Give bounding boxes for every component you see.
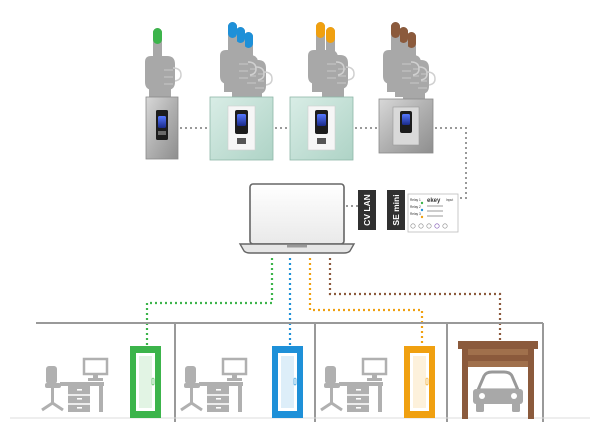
door-green <box>130 346 161 418</box>
workstation-icon <box>180 357 248 412</box>
module-input: Input <box>446 198 453 202</box>
se-mini-tag: SE mini <box>387 190 405 230</box>
hands-group <box>145 22 436 102</box>
module-relay-1: Relay 1 <box>410 198 421 202</box>
garage-icon <box>458 341 538 419</box>
fingerprint-sensor-icon <box>402 114 410 125</box>
door-blue <box>272 346 303 418</box>
reader-steel-tall <box>145 96 179 160</box>
fingerprint-sensor-icon <box>317 114 326 126</box>
door-orange <box>404 346 435 418</box>
control-module: Relay 1 Relay 2 Relay 3 ekey Input <box>407 193 459 233</box>
cv-lan-label: CV LAN <box>362 194 372 226</box>
module-relay-3: Relay 3 <box>410 212 421 216</box>
se-mini-label: SE mini <box>391 194 401 225</box>
workstation-icon <box>320 357 388 412</box>
module-relay-2: Relay 2 <box>410 205 421 209</box>
car-icon <box>473 370 523 412</box>
laptop-icon <box>238 183 356 254</box>
module-brand: ekey <box>427 198 441 204</box>
reader-bus-lines <box>180 127 467 199</box>
cv-lan-tag: CV LAN <box>358 190 376 230</box>
finger-hand-icon <box>383 22 436 102</box>
workstation-icon <box>41 357 109 412</box>
reader-glass-1 <box>209 96 274 161</box>
reader-glass-2 <box>289 96 354 161</box>
finger-hand-icon <box>220 22 273 102</box>
green-line <box>145 258 274 345</box>
brown-line <box>328 258 502 342</box>
fingerprint-sensor-icon <box>158 116 166 128</box>
finger-hand-icon <box>145 28 182 98</box>
fingerprint-sensor-icon <box>237 114 246 126</box>
reader-steel-square <box>378 98 434 154</box>
floor-plan <box>36 322 544 422</box>
finger-hand-icon <box>308 22 355 97</box>
orange-line <box>308 258 424 345</box>
